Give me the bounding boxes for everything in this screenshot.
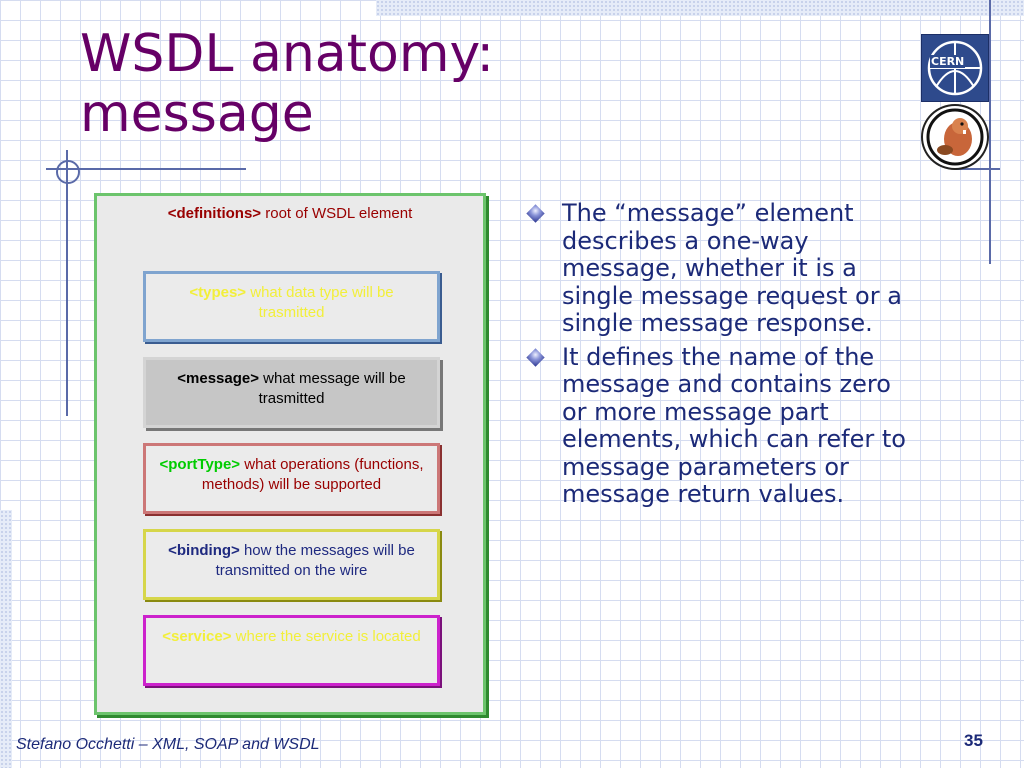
bullet-item: The “message” element describes a one-wa… bbox=[526, 199, 908, 338]
service-tag: <service> bbox=[162, 628, 232, 645]
beaver-logo-icon bbox=[921, 104, 989, 170]
bullet-text: It defines the name of the message and c… bbox=[562, 342, 906, 508]
left-decorative-band bbox=[0, 510, 12, 768]
message-box: <message> what message will be trasmitte… bbox=[143, 357, 440, 428]
types-box: <types> what data type will be trasmitte… bbox=[143, 271, 440, 342]
top-decorative-band bbox=[376, 0, 1024, 16]
bullet-list: The “message” element describes a one-wa… bbox=[526, 199, 908, 515]
rule-circle-ornament bbox=[56, 160, 80, 184]
message-desc: what message will be trasmitted bbox=[258, 370, 406, 407]
service-box: <service> where the service is located bbox=[143, 615, 440, 686]
definitions-tag: <definitions> bbox=[167, 205, 262, 222]
porttype-tag: <portType> bbox=[159, 456, 241, 473]
porttype-desc: what operations (functions, methods) wil… bbox=[201, 456, 424, 493]
types-desc: what data type will be trasmitted bbox=[250, 284, 394, 321]
diamond-bullet-icon bbox=[526, 204, 545, 223]
message-tag: <message> bbox=[177, 370, 259, 387]
binding-tag: <binding> bbox=[168, 542, 240, 559]
definitions-desc: root of WSDL element bbox=[265, 205, 413, 222]
diamond-bullet-icon bbox=[526, 347, 545, 367]
definitions-label: <definitions> root of WSDL element bbox=[94, 205, 486, 222]
horizontal-rule-right bbox=[956, 168, 1000, 170]
binding-desc: how the messages will be transmitted on … bbox=[215, 542, 415, 579]
title-line-1: WSDL anatomy: bbox=[80, 24, 495, 84]
porttype-box: <portType> what operations (functions, m… bbox=[143, 443, 440, 514]
cern-logo-icon: CERN bbox=[921, 34, 989, 102]
service-desc: where the service is located bbox=[235, 628, 421, 645]
bullet-text: The “message” element describes a one-wa… bbox=[562, 199, 902, 337]
types-tag: <types> bbox=[189, 284, 247, 301]
title-line-2: message bbox=[80, 84, 314, 144]
slide-title: WSDL anatomy: message bbox=[80, 24, 494, 144]
horizontal-rule-top bbox=[46, 168, 246, 170]
page-number: 35 bbox=[964, 731, 983, 750]
binding-box: <binding> how the messages will be trans… bbox=[143, 529, 440, 600]
footer-credit: Stefano Occhetti – XML, SOAP and WSDL bbox=[16, 736, 320, 753]
cern-logo-text: CERN bbox=[930, 55, 966, 68]
vertical-rule-left bbox=[66, 150, 68, 416]
vertical-rule-right bbox=[989, 0, 991, 264]
bullet-item: It defines the name of the message and c… bbox=[526, 342, 908, 509]
